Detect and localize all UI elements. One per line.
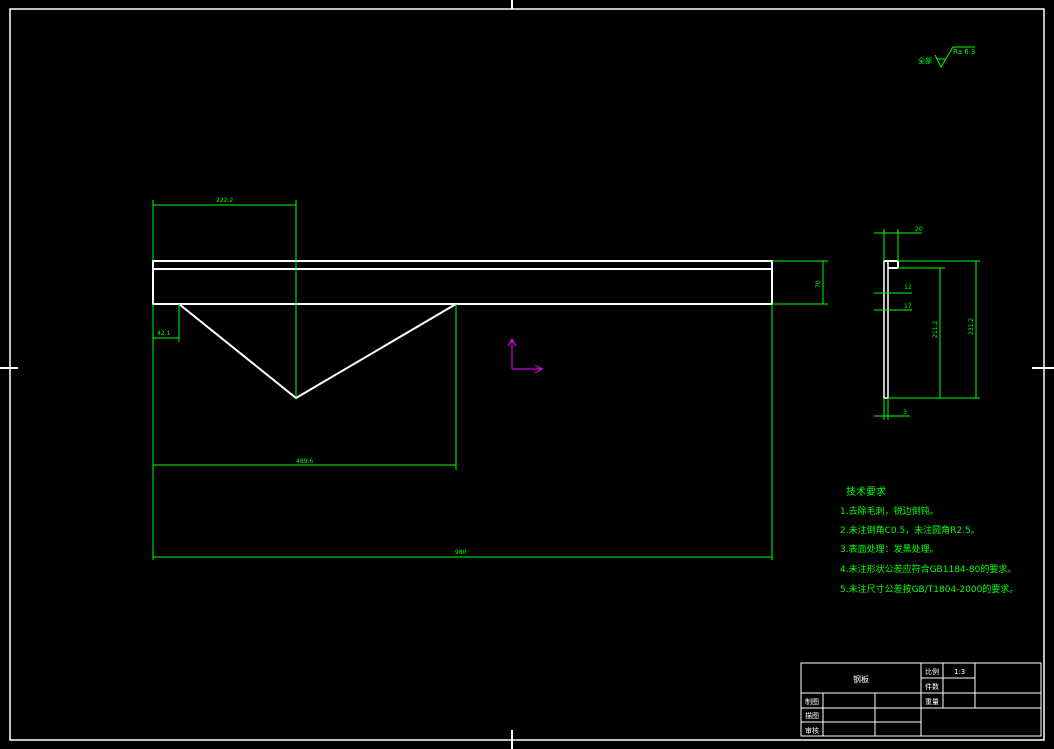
technical-requirements: 技术要求 1.去除毛刺，锐边倒钝。 2.未注倒角C0.5，未注圆角R2.5。 3… <box>840 485 1018 595</box>
dim-left-offset: 42.1 <box>157 330 171 337</box>
dim-side-bottom-thickness: 3 <box>903 409 907 416</box>
title-label-reviewed: 审核 <box>805 726 819 735</box>
title-label-checked: 描图 <box>805 711 819 720</box>
title-scale-value: 1:3 <box>954 668 965 676</box>
dim-overall-length: 980 <box>455 549 467 556</box>
surface-finish-value: Ra 6.3 <box>953 48 975 56</box>
dim-side-inner-height: 211.2 <box>932 321 939 338</box>
dim-height: 70 <box>815 280 822 288</box>
title-label-scale: 比例 <box>925 667 939 676</box>
tech-req-item: 3.表面处理：发黑处理。 <box>840 543 939 555</box>
title-label-weight: 重量 <box>925 698 939 706</box>
dim-side-total-height: 231.2 <box>968 318 975 335</box>
side-view-outline <box>883 260 899 399</box>
side-view-dimensions: 20 12 17 211.2 231.2 3 <box>874 226 980 420</box>
dim-side-lower-gap: 17 <box>904 303 912 310</box>
tech-req-item: 1.去除毛刺，锐边倒钝。 <box>840 505 939 517</box>
title-label-drawn: 制图 <box>805 697 819 706</box>
tech-req-item: 2.未注倒角C0.5，未注圆角R2.5。 <box>840 524 980 536</box>
surface-finish-prefix: 全部 <box>918 56 932 65</box>
front-view-outline <box>152 260 773 400</box>
dim-top-width: 222.2 <box>216 197 233 204</box>
tech-req-item: 5.未注尺寸公差按GB/T1804-2000的要求。 <box>840 583 1018 595</box>
dim-side-upper-gap: 12 <box>904 284 912 291</box>
dim-bottom-partial: 489.6 <box>296 458 313 465</box>
dim-side-top: 20 <box>915 226 923 233</box>
title-part-name: 钢板 <box>853 674 869 684</box>
front-view-dimensions: 222.2 42.1 489.6 980 70 <box>152 197 828 560</box>
title-label-pieces: 件数 <box>925 682 939 691</box>
title-block: 钢板 比例 1:3 件数 重量 制图 描图 审核 <box>800 662 1042 737</box>
tech-req-title: 技术要求 <box>846 485 886 498</box>
surface-finish-symbol: 全部 Ra 6.3 <box>918 46 975 69</box>
tech-req-item: 4.未注形状公差应符合GB1184-80的要求。 <box>840 563 1016 575</box>
ucs-axis-icon <box>507 337 544 374</box>
